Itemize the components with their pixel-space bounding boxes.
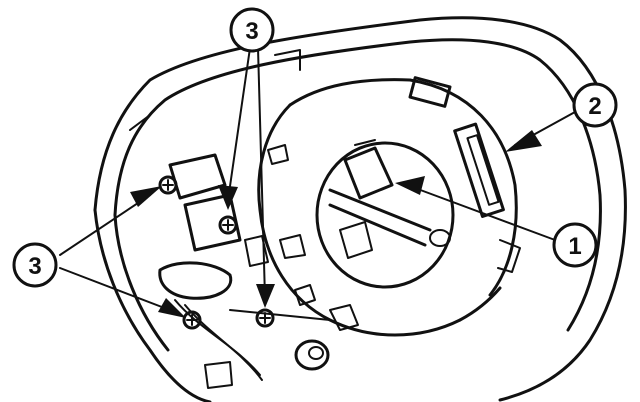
callout-1: 1 <box>552 222 598 268</box>
arrowheads <box>130 130 542 318</box>
callout-3-left: 3 <box>12 242 58 288</box>
leader-lines <box>59 47 576 313</box>
clockspring-ring <box>257 76 521 337</box>
callout-3-top-label: 3 <box>245 18 258 45</box>
airbag-connector-area <box>158 153 331 389</box>
screw-icon <box>182 310 202 330</box>
callout-3-top: 3 <box>229 7 275 53</box>
screw-icon <box>218 215 238 235</box>
screw-icon <box>158 175 178 195</box>
callout-3-left-label: 3 <box>28 253 41 280</box>
screw-icon <box>255 308 275 328</box>
callout-1-label: 1 <box>568 233 581 260</box>
callout-2: 2 <box>572 82 618 128</box>
center-mechanism <box>328 139 451 259</box>
callout-2-label: 2 <box>588 93 601 120</box>
hub-housing <box>93 16 627 402</box>
